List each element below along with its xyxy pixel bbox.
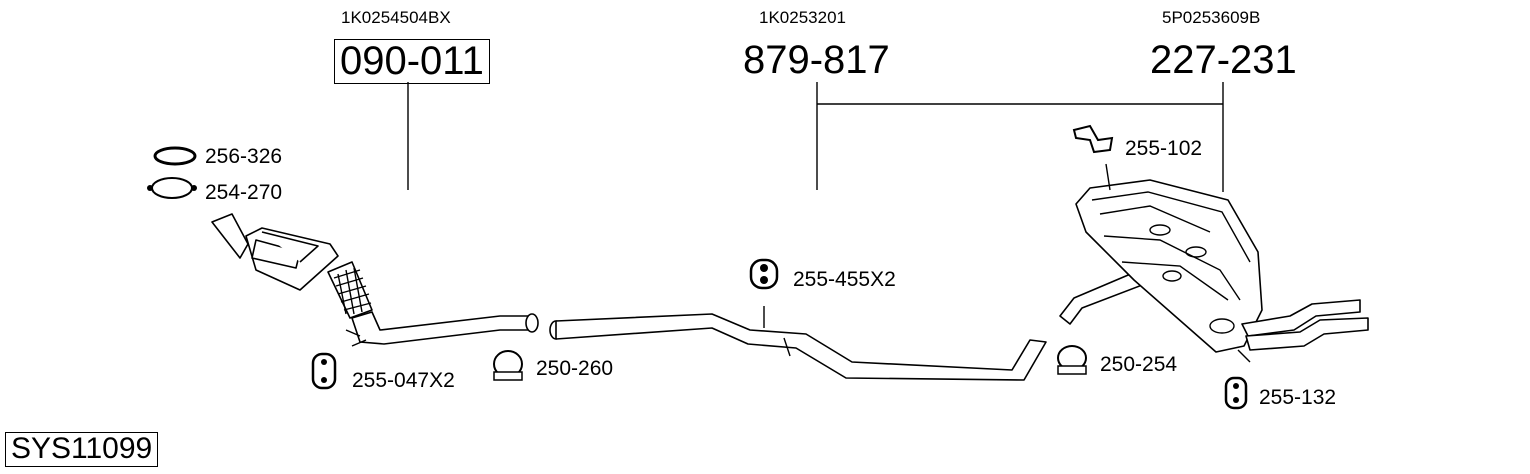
pipe-clamp-rear-icon bbox=[1057, 345, 1087, 375]
rubber-hanger-middle-icon bbox=[749, 258, 779, 290]
gasket-icon bbox=[153, 146, 197, 166]
system-code: SYS11099 bbox=[5, 432, 159, 467]
pipe-clamp-icon bbox=[493, 350, 523, 381]
oem-code-rear: 5P0253609B bbox=[1162, 8, 1261, 27]
label-bracket-rear: 255-102 bbox=[1125, 137, 1203, 160]
flange-clamp-icon bbox=[147, 177, 197, 199]
label-flange-clamp: 254-270 bbox=[205, 181, 283, 204]
label-hanger-rear: 255-132 bbox=[1259, 386, 1337, 409]
middle-pipe bbox=[549, 306, 1047, 381]
part-number-middle: 879-817 bbox=[743, 38, 890, 82]
label-hanger-catalyst: 255-047X2 bbox=[352, 369, 455, 392]
oem-code-middle: 1K0253201 bbox=[759, 8, 846, 27]
oem-code-catalyst: 1K0254504BX bbox=[341, 8, 451, 27]
rubber-hanger-icon bbox=[311, 352, 337, 390]
label-hanger-middle: 255-455X2 bbox=[793, 268, 896, 291]
rear-muffler bbox=[1059, 163, 1369, 363]
bracket-icon bbox=[1072, 124, 1114, 154]
part-number-catalyst: 090-011 bbox=[334, 39, 490, 84]
part-number-rear: 227-231 bbox=[1150, 38, 1297, 82]
label-clamp-rear: 250-254 bbox=[1100, 353, 1178, 376]
rubber-hanger-rear-icon bbox=[1224, 376, 1248, 410]
label-gasket: 256-326 bbox=[205, 145, 283, 168]
catalytic-converter bbox=[211, 213, 539, 347]
label-clamp-front: 250-260 bbox=[536, 357, 614, 380]
